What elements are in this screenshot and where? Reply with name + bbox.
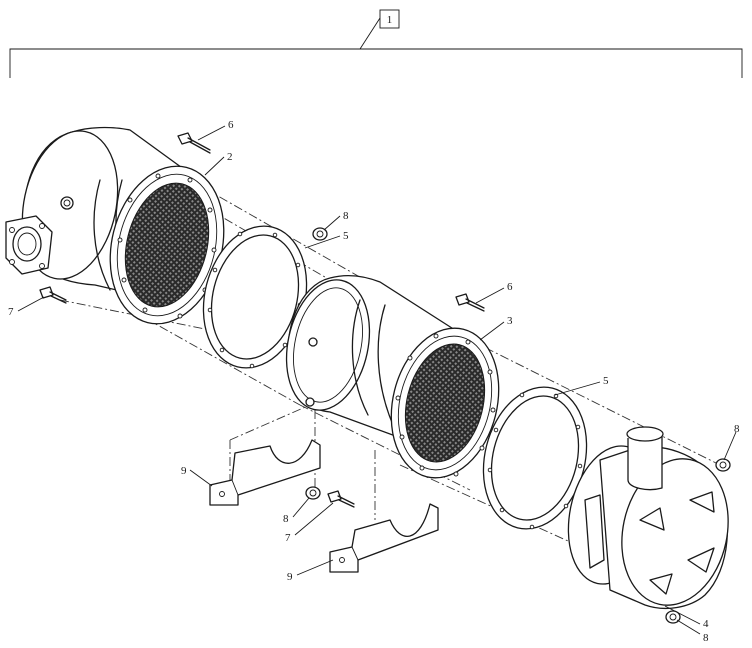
- callout-6-mid: 6: [507, 281, 513, 293]
- callout-9-upper: 9: [181, 465, 187, 477]
- nut-8-top: [312, 227, 328, 241]
- assembly-bracket: 1: [9, 9, 743, 78]
- mounting-bracket-9-lower: [329, 503, 439, 573]
- callout-5-right: 5: [603, 375, 609, 387]
- callout-3: 3: [507, 315, 513, 327]
- callout-4: 4: [703, 618, 709, 630]
- bolt-6-mid: [455, 293, 485, 312]
- gasket-5-upper: [202, 225, 308, 369]
- callout-8-right: 8: [734, 423, 740, 435]
- callout-8-bottom: 8: [283, 513, 289, 525]
- callout-7-left: 7: [8, 306, 14, 318]
- callout-2: 2: [227, 151, 233, 163]
- gasket-5-lower: [482, 386, 588, 530]
- bolt-7-left: [39, 286, 67, 304]
- callout-6-top: 6: [228, 119, 234, 131]
- bolt-7-bottom: [327, 490, 355, 508]
- callout-labels: 6 2 8 5 7 6 3 5 8 9 8 7 9 4 8: [8, 119, 740, 644]
- nut-8-right: [715, 458, 731, 472]
- callout-7-bottom: 7: [285, 532, 291, 544]
- filter-flange-3: [390, 327, 500, 479]
- bolt-6-top: [177, 132, 211, 154]
- callout-9-lower: 9: [287, 571, 293, 583]
- leader-lines: [17, 125, 737, 635]
- nut-8-lowright: [665, 610, 681, 624]
- assembly-number: 1: [387, 14, 393, 26]
- mounting-bracket-9-upper: [209, 439, 321, 506]
- callout-8-lowright: 8: [703, 632, 709, 644]
- filter-flange-2: [109, 165, 225, 325]
- callout-8-top: 8: [343, 210, 349, 222]
- nut-8-bottom: [305, 486, 321, 500]
- outlet-end-cap-4: [567, 426, 729, 610]
- callout-5-top: 5: [343, 230, 349, 242]
